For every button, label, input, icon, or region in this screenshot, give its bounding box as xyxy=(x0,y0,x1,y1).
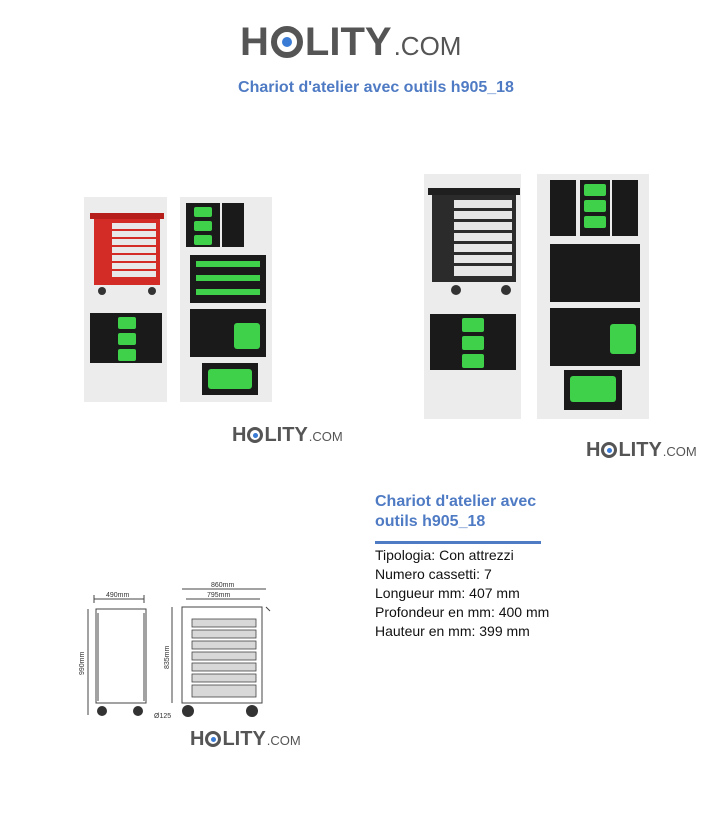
brand-domain: .COM xyxy=(266,733,301,748)
dim-side-width: 490mm xyxy=(106,592,130,599)
dark-cart-icon xyxy=(428,188,520,295)
spec-label: Tipologia xyxy=(375,547,432,563)
page-title: Chariot d'atelier avec outils h905_18 xyxy=(238,79,514,96)
spec-label: Hauteur en mm xyxy=(375,623,472,639)
spec-value: 407 mm xyxy=(469,585,520,601)
brand-logo-watermark: H LITY.COM xyxy=(190,728,301,751)
brand-name-right: LITY xyxy=(222,728,266,750)
dim-wheel: Ø125 xyxy=(154,713,171,720)
technical-drawing: 490mm 860mm 795mm 990mm 835mm Ø125 xyxy=(79,582,271,720)
brand-o-icon xyxy=(247,427,264,443)
brand-name-left: H xyxy=(190,728,205,750)
brand-name-right: LITY xyxy=(304,20,392,64)
dim-inner-width: 795mm xyxy=(207,592,231,599)
spec-row: Hauteur en mm: 399 mm xyxy=(375,623,530,639)
spec-value: 7 xyxy=(483,566,492,582)
spec-label: Numero cassetti xyxy=(375,566,477,582)
dim-total-width: 860mm xyxy=(211,582,235,589)
spec-row: Tipologia: Con attrezzi xyxy=(375,547,514,563)
brand-domain: .COM xyxy=(308,429,343,444)
dim-height-body: 835mm xyxy=(164,645,171,669)
spec-label: Profondeur en mm xyxy=(375,604,491,620)
red-cart-trays xyxy=(90,203,266,395)
spec-value: Con attrezzi xyxy=(439,547,514,563)
spec-row: Longueur mm: 407 mm xyxy=(375,585,520,601)
dark-cart-image xyxy=(428,180,640,410)
spec-label: Longueur mm xyxy=(375,585,462,601)
title-underline xyxy=(375,541,541,544)
spec-row: Profondeur en mm: 400 mm xyxy=(375,604,550,620)
brand-name-left: H xyxy=(586,439,601,461)
red-cart-icon xyxy=(90,213,164,295)
spec-list: Tipologia: Con attrezzi Numero cassetti:… xyxy=(375,546,549,641)
dim-height-total: 990mm xyxy=(79,651,86,675)
brand-domain: .COM xyxy=(662,444,697,459)
brand-logo-watermark: H LITY.COM xyxy=(232,424,343,447)
brand-name-left: H xyxy=(232,424,247,446)
spec-value: 400 mm xyxy=(498,604,550,620)
brand-o-icon xyxy=(601,442,618,458)
brand-logo-watermark: H LITY.COM xyxy=(586,439,697,462)
brand-name-left: H xyxy=(240,20,269,64)
red-cart-image xyxy=(90,203,266,395)
product-title: Chariot d'atelier avec outils h905_18 xyxy=(375,493,537,530)
spec-value: 399 mm xyxy=(479,623,530,639)
brand-o-icon xyxy=(270,26,303,58)
brand-o-icon xyxy=(205,731,222,747)
brand-name-right: LITY xyxy=(264,424,308,446)
brand-name-right: LITY xyxy=(618,439,662,461)
dark-cart-trays xyxy=(430,180,640,410)
brand-domain: .COM xyxy=(393,31,462,61)
brand-logo[interactable]: H LITY.COM xyxy=(240,20,461,65)
spec-row: Numero cassetti: 7 xyxy=(375,566,492,582)
